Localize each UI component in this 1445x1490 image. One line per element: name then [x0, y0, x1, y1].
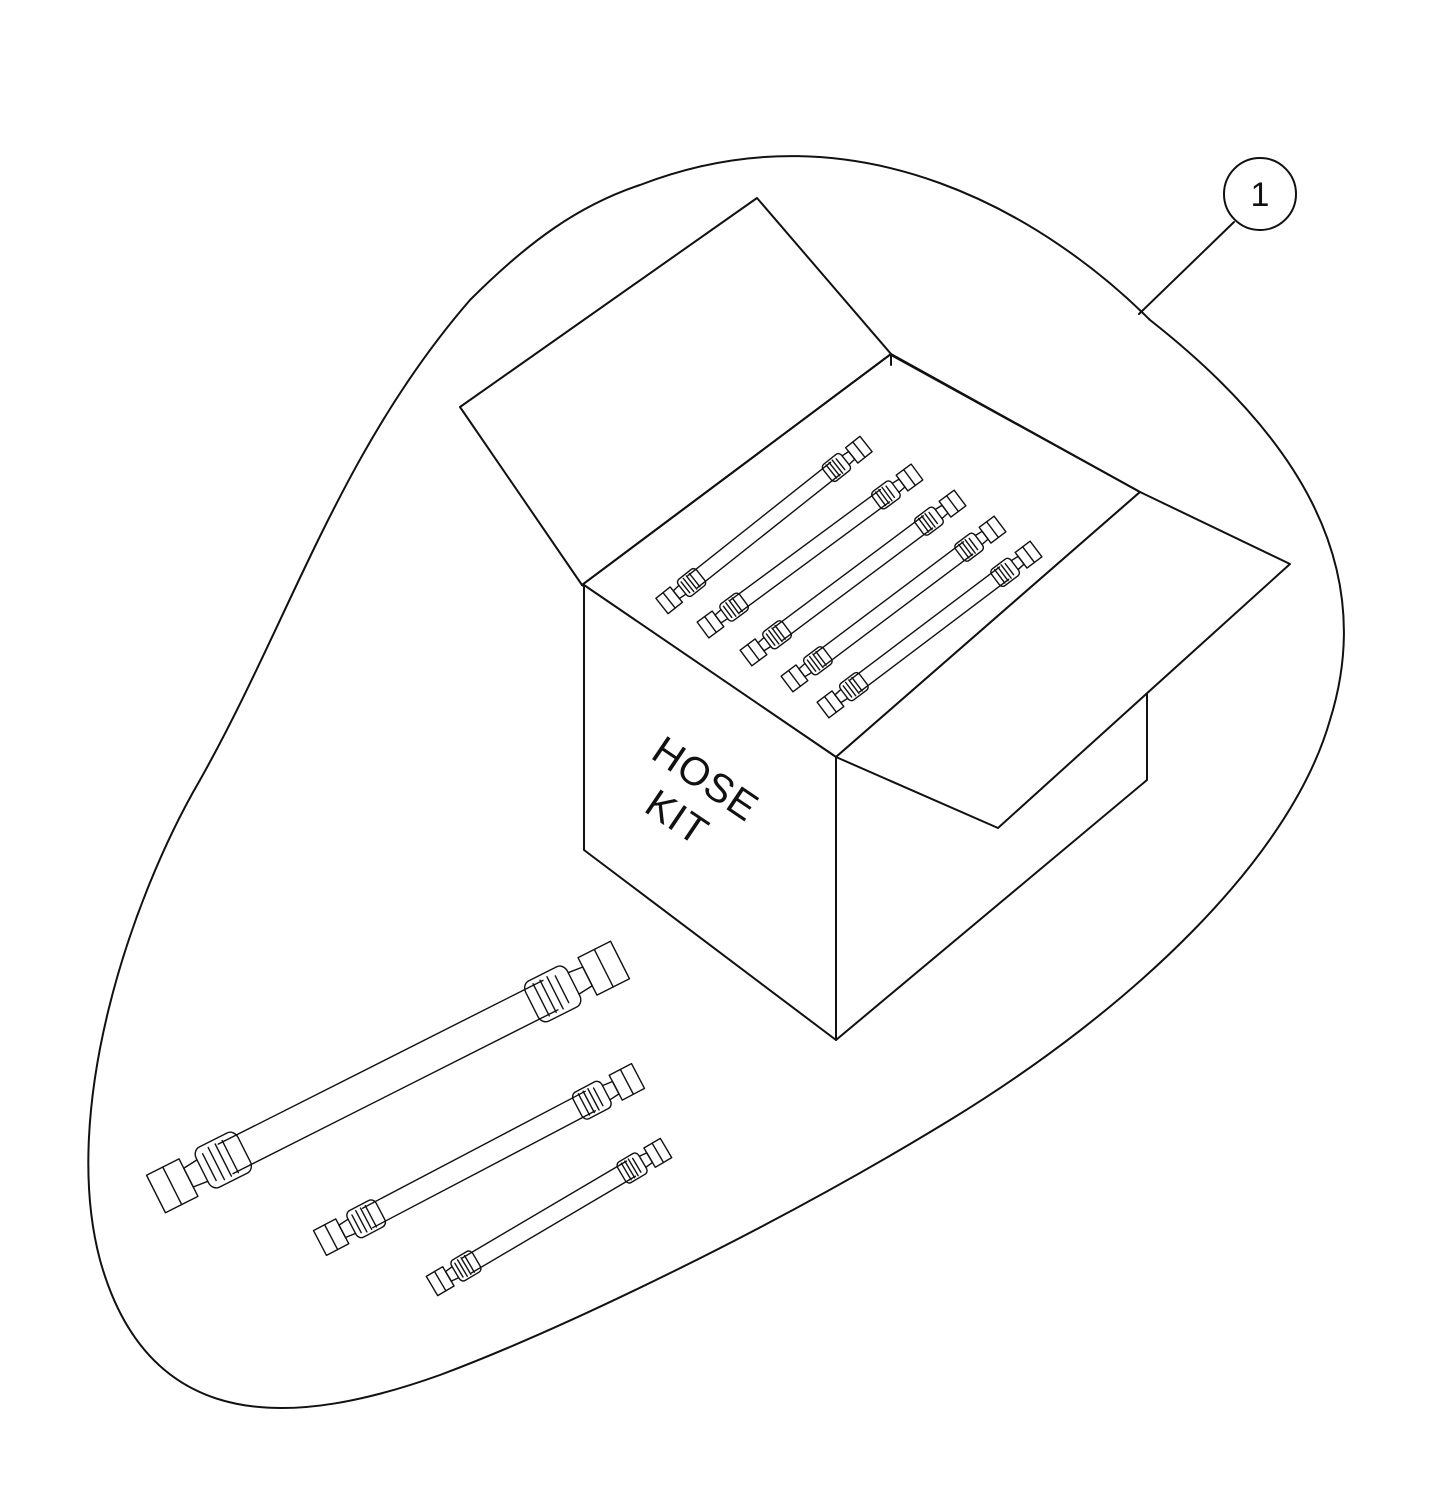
hose-assembly-icon — [146, 940, 630, 1214]
hose-kit-box — [459, 197, 1291, 1041]
box-flap-front-right — [835, 491, 1291, 829]
callout-balloon: 1 — [1223, 157, 1297, 231]
callout-number: 1 — [1251, 176, 1270, 214]
hose-assembly-icon — [426, 1138, 672, 1297]
hose-assembly-icon — [313, 1063, 645, 1257]
loose-hoses — [146, 940, 672, 1296]
callout-leader-line — [1138, 221, 1235, 315]
kit-outline — [87, 155, 1345, 1410]
box-front-face — [583, 584, 837, 1041]
